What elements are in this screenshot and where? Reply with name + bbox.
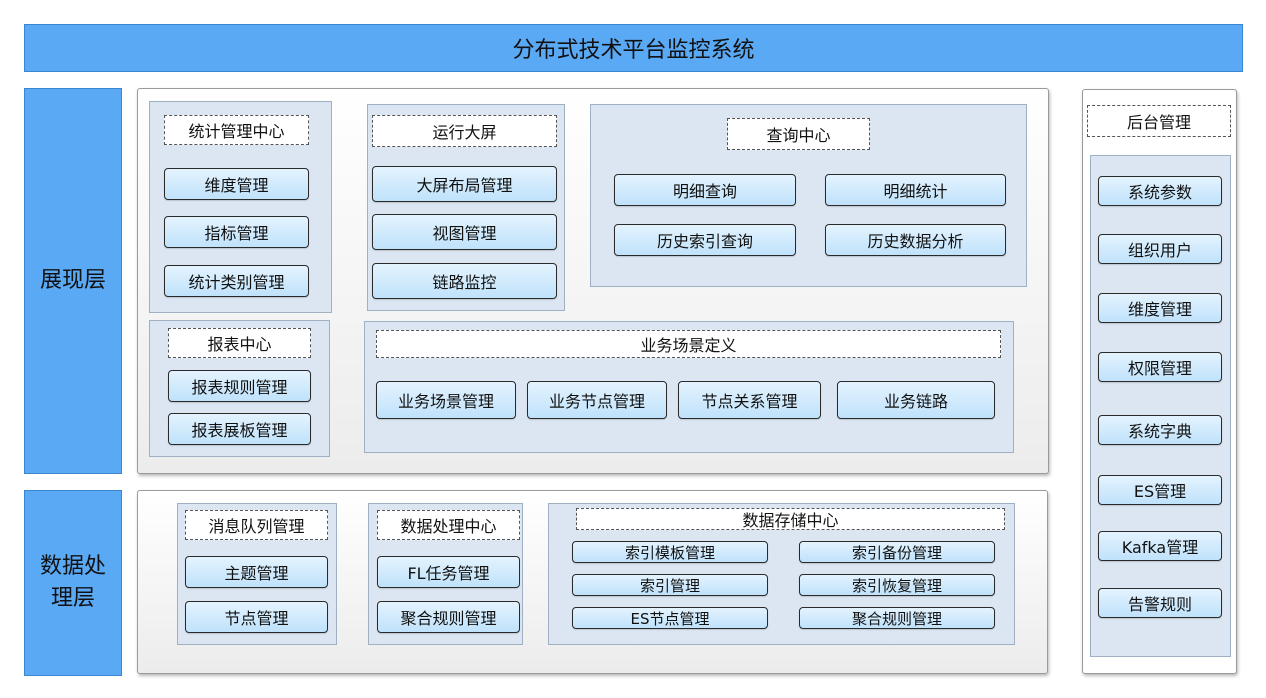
msg-queue-header: 消息队列管理 [185, 510, 328, 540]
report-rule-button[interactable]: 报表规则管理 [168, 370, 311, 402]
index-template-button[interactable]: 索引模板管理 [572, 541, 768, 563]
biz-scene-manage-button[interactable]: 业务场景管理 [376, 381, 516, 419]
screen-layout-button[interactable]: 大屏布局管理 [372, 166, 557, 202]
sys-param-button[interactable]: 系统参数 [1098, 176, 1222, 206]
agg-rule-proc-button[interactable]: 聚合规则管理 [377, 601, 520, 633]
view-manage-button[interactable]: 视图管理 [372, 214, 557, 250]
index-manage-button[interactable]: 索引管理 [572, 574, 768, 596]
detail-stats-button[interactable]: 明细统计 [825, 174, 1006, 206]
biz-trace-button[interactable]: 业务链路 [837, 381, 995, 419]
page-title: 分布式技术平台监控系统 [24, 24, 1243, 72]
es-manage-button[interactable]: ES管理 [1098, 475, 1222, 505]
index-backup-button[interactable]: 索引备份管理 [799, 541, 995, 563]
backend-items-group [1090, 155, 1231, 657]
org-user-button[interactable]: 组织用户 [1098, 234, 1222, 264]
data-store-header: 数据存储中心 [576, 508, 1005, 530]
stats-category-button[interactable]: 统计类别管理 [164, 265, 309, 297]
query-center-header: 查询中心 [727, 118, 870, 150]
topic-manage-button[interactable]: 主题管理 [185, 556, 328, 588]
layer-label-presentation: 展现层 [24, 88, 122, 474]
data-proc-header: 数据处理中心 [377, 510, 520, 540]
node-relation-button[interactable]: 节点关系管理 [678, 381, 821, 419]
biz-node-manage-button[interactable]: 业务节点管理 [527, 381, 667, 419]
trace-monitor-button[interactable]: 链路监控 [372, 263, 557, 299]
kafka-manage-button[interactable]: Kafka管理 [1098, 531, 1222, 561]
backend-dimension-button[interactable]: 维度管理 [1098, 293, 1222, 323]
detail-query-button[interactable]: 明细查询 [614, 174, 796, 206]
stats-dimension-button[interactable]: 维度管理 [164, 168, 309, 200]
es-node-button[interactable]: ES节点管理 [572, 607, 768, 629]
stats-center-header: 统计管理中心 [164, 115, 309, 145]
sys-dict-button[interactable]: 系统字典 [1098, 415, 1222, 445]
run-screen-header: 运行大屏 [372, 115, 557, 147]
alarm-rule-button[interactable]: 告警规则 [1098, 588, 1222, 618]
layer-label-processing: 数据处 理层 [24, 490, 122, 676]
backend-header: 后台管理 [1087, 105, 1231, 137]
biz-scene-header: 业务场景定义 [376, 330, 1001, 358]
history-index-query-button[interactable]: 历史索引查询 [614, 224, 796, 256]
stats-metric-button[interactable]: 指标管理 [164, 216, 309, 248]
permission-button[interactable]: 权限管理 [1098, 352, 1222, 382]
layer-label-processing-line1: 数据处 [39, 554, 106, 579]
index-restore-button[interactable]: 索引恢复管理 [799, 574, 995, 596]
agg-rule-store-button[interactable]: 聚合规则管理 [799, 607, 995, 629]
history-data-analysis-button[interactable]: 历史数据分析 [825, 224, 1006, 256]
mq-node-manage-button[interactable]: 节点管理 [185, 601, 328, 633]
report-board-button[interactable]: 报表展板管理 [168, 413, 311, 445]
layer-label-processing-line2: 理层 [50, 586, 95, 611]
fl-task-button[interactable]: FL任务管理 [377, 556, 520, 588]
report-center-header: 报表中心 [168, 328, 311, 358]
